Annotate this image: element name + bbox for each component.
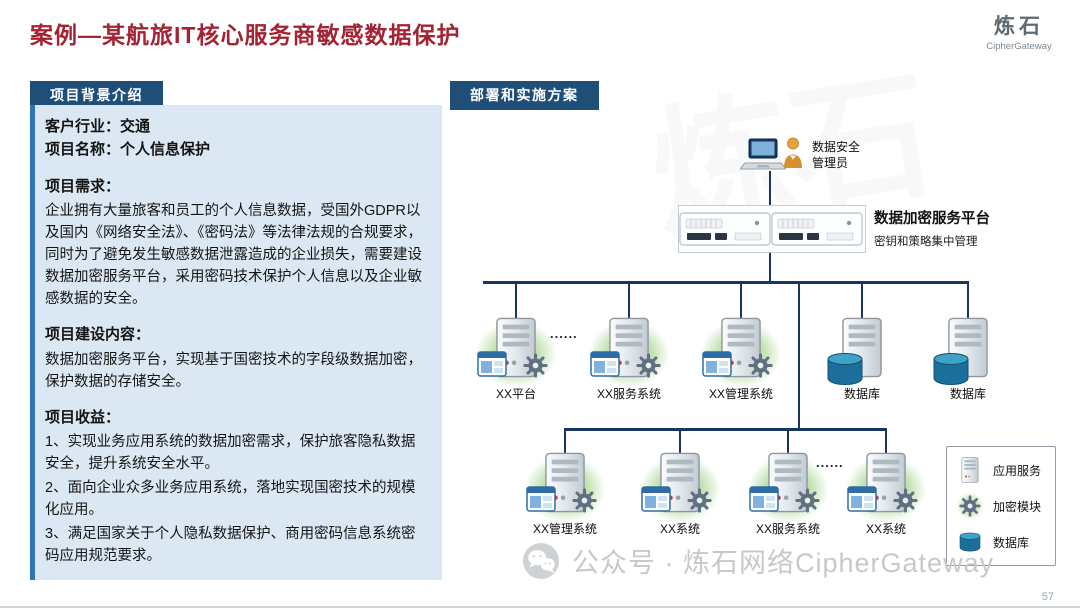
legend-item: 应用服务 <box>956 456 1046 484</box>
page-number: 57 <box>1041 591 1054 603</box>
system-node: XX系统 <box>838 452 934 540</box>
legend-label: 加密模块 <box>993 499 1042 514</box>
app-window-icon <box>641 486 671 512</box>
drop-line <box>564 428 566 454</box>
database-node: 数据库 <box>814 317 910 405</box>
legend: 应用服务 加密模块 数据库 <box>946 446 1056 566</box>
wechat-icon <box>522 542 560 580</box>
bus-line-bottom <box>565 428 887 431</box>
connector-line <box>769 171 771 205</box>
app-window-icon <box>749 486 779 512</box>
benefit-item: 1、实现业务应用系统的数据加密需求，保护旅客隐私数据安全，提升系统安全水平。 <box>45 434 416 473</box>
drop-line <box>967 281 969 319</box>
ellipsis-row1: ...... <box>550 326 578 341</box>
benefit-item: 3、满足国家关于个人隐私数据保护、商用密码信息系统密码应用规范要求。 <box>45 526 416 565</box>
project-name: 项目名称：个人信息保护 <box>45 141 211 159</box>
system-node: XX服务系统 <box>740 452 836 540</box>
platform-title: 数据加密服务平台 <box>874 211 990 227</box>
appliance-icon <box>679 206 771 252</box>
gear-icon <box>523 353 548 378</box>
platform-subtitle: 密钥和策略集中管理 <box>874 236 978 248</box>
construction-body: 数据加密服务平台，实现基于国密技术的字段级数据加密，保护数据的存储安全。 <box>45 351 422 390</box>
brand-logo-subtitle: CipherGateway <box>986 41 1052 52</box>
client-industry: 客户行业：交通 <box>45 118 151 135</box>
drop-line <box>628 281 630 319</box>
benefit-item: 2、面向企业众多业务应用系统，落地实现国密技术的规模化应用。 <box>45 480 416 519</box>
gear-icon <box>687 488 712 513</box>
gear-icon <box>748 353 773 378</box>
page-title: 案例—某航旅IT核心服务商敏感数据保护 <box>30 22 461 48</box>
drop-line <box>515 281 517 319</box>
node-label: XX系统 <box>865 522 906 536</box>
drop-line <box>740 281 742 319</box>
legend-label: 数据库 <box>993 535 1030 550</box>
gear-icon <box>959 495 981 517</box>
legend-item: 加密模块 <box>956 492 1046 520</box>
app-window-icon <box>702 351 732 377</box>
watermark-text: 公众号 · 炼石网络CipherGateway <box>572 548 995 578</box>
drop-line <box>885 428 887 454</box>
gear-icon <box>636 353 661 378</box>
system-node: XX管理系统 <box>693 317 789 405</box>
drop-line <box>861 281 863 319</box>
database-icon <box>822 352 868 386</box>
admin-label: 数据安全 管理员 <box>812 139 860 171</box>
admin-label-line2: 管理员 <box>812 156 849 170</box>
encryption-module-icon <box>956 492 984 520</box>
admin-label-line1: 数据安全 <box>812 140 861 154</box>
legend-item: 数据库 <box>956 528 1046 556</box>
database-icon <box>928 352 974 386</box>
right-panel-header: 部署和实施方案 <box>450 81 599 110</box>
node-label: XX服务系统 <box>755 522 820 536</box>
node-label: XX平台 <box>495 387 536 401</box>
system-node: XX管理系统 <box>517 452 613 540</box>
node-label: XX管理系统 <box>708 387 773 401</box>
drop-line <box>787 428 789 454</box>
gear-icon <box>893 488 918 513</box>
system-node: XX系统 <box>632 452 728 540</box>
requirement-body: 企业拥有大量旅客和员工的个人信息数据，受国外GDPR以及国内《网络安全法》、《密… <box>45 203 422 308</box>
app-window-icon <box>847 486 877 512</box>
connector-line <box>798 281 800 430</box>
platform-label: 数据加密服务平台 密钥和策略集中管理 <box>874 207 990 249</box>
server-icon <box>961 457 979 483</box>
laptop-icon <box>740 138 786 172</box>
project-background-panel: 客户行业：交通 项目名称：个人信息保护 项目需求： 企业拥有大量旅客和员工的个人… <box>30 105 442 580</box>
connector-line <box>769 253 771 282</box>
app-window-icon <box>590 351 620 377</box>
app-window-icon <box>526 486 556 512</box>
brand-logo-name: 炼石 <box>994 15 1044 38</box>
bus-line-top <box>483 281 969 284</box>
node-label: 数据库 <box>949 387 986 401</box>
system-node: XX服务系统 <box>581 317 677 405</box>
system-node: XX平台 <box>468 317 564 405</box>
app-window-icon <box>477 351 507 377</box>
construction-heading: 项目建设内容： <box>45 326 151 344</box>
ellipsis-row2: ...... <box>816 455 844 470</box>
slide-bottom-border <box>0 606 1080 608</box>
app-service-icon <box>956 456 984 484</box>
admin-person-icon <box>782 137 804 169</box>
requirement-heading: 项目需求： <box>45 177 121 195</box>
appliance-icon <box>771 206 863 252</box>
legend-label: 应用服务 <box>993 463 1042 478</box>
brand-logo: 炼石 CipherGateway <box>976 10 1062 52</box>
node-label: 数据库 <box>843 387 880 401</box>
database-node: 数据库 <box>920 317 1016 405</box>
drop-line <box>679 428 681 454</box>
node-label: XX管理系统 <box>532 522 597 536</box>
watermark: 公众号 · 炼石网络CipherGateway <box>522 541 994 580</box>
encryption-platform-appliance <box>678 205 866 253</box>
node-label: XX系统 <box>659 522 700 536</box>
benefit-heading: 项目收益： <box>45 408 121 426</box>
gear-icon <box>572 488 597 513</box>
node-label: XX服务系统 <box>596 387 661 401</box>
gear-icon <box>795 488 820 513</box>
